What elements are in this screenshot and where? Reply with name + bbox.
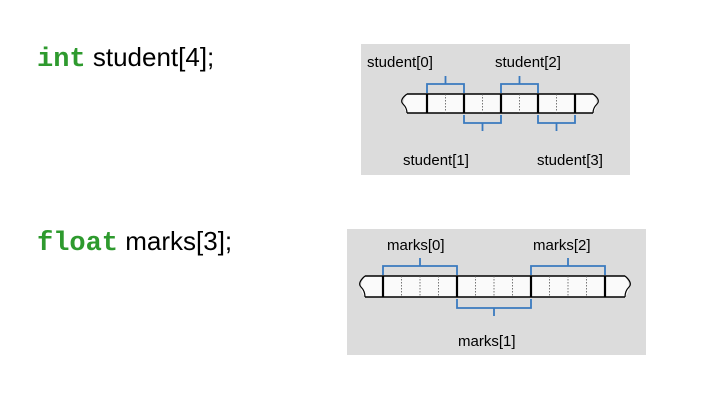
student-memory-diagram: student[0] student[2] student[1] student… (361, 44, 630, 175)
student-memory-strip (401, 76, 599, 131)
marks-memory-diagram: marks[0] marks[2] marks[1] (347, 229, 646, 355)
declaration-text: student[4]; (92, 42, 215, 72)
element-label-student-3: student[3] (537, 152, 603, 169)
element-label-marks-2: marks[2] (533, 237, 591, 254)
declaration-float-marks: float marks[3]; (37, 226, 232, 259)
element-label-student-2: student[2] (495, 54, 561, 71)
element-label-student-1: student[1] (403, 152, 469, 169)
keyword-float: float (37, 229, 119, 259)
element-label-marks-0: marks[0] (387, 237, 445, 254)
declaration-int-student: int student[4]; (37, 42, 214, 75)
declaration-text: marks[3]; (125, 226, 233, 256)
keyword-int: int (37, 45, 86, 75)
element-label-marks-1: marks[1] (458, 333, 516, 350)
marks-memory-strip (359, 258, 631, 316)
element-label-student-0: student[0] (367, 54, 433, 71)
